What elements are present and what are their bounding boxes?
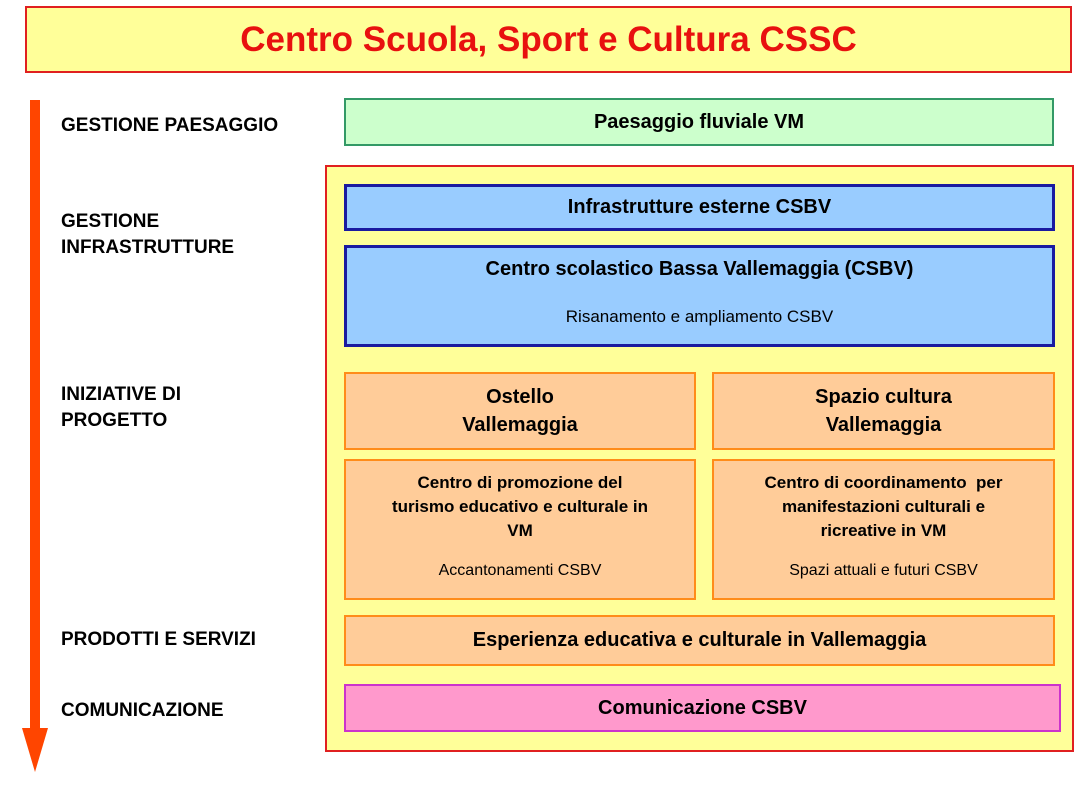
culture-space-box: Spazio cultura Vallemaggia [712, 372, 1055, 450]
landscape-box: Paesaggio fluviale VM [344, 98, 1054, 146]
row-label-products: PRODOTTI E SERVIZI [61, 629, 256, 650]
experience-box: Esperienza educativa e culturale in Vall… [344, 615, 1055, 666]
hierarchy-arrow [22, 100, 48, 772]
page-title: Centro Scuola, Sport e Cultura CSSC [240, 19, 857, 59]
row-label-infrastructure: GESTIONE INFRASTRUTTURE [61, 211, 235, 258]
row-label-landscape: GESTIONE PAESAGGIO [61, 115, 279, 136]
communication-box: Comunicazione CSBV [344, 684, 1061, 732]
tourism-center-box: Centro di promozione del turismo educati… [344, 459, 696, 600]
hostel-box: Ostello Vallemaggia [344, 372, 696, 450]
row-label-initiatives: INIZIATIVE DI PROGETTO [61, 384, 181, 431]
title-banner: Centro Scuola, Sport e Cultura CSSC [25, 6, 1072, 73]
coordination-center-box: Centro di coordinamento per manifestazio… [712, 459, 1055, 600]
school-center-box: Centro scolastico Bassa Vallemaggia (CSB… [344, 245, 1055, 347]
external-infra-box: Infrastrutture esterne CSBV [344, 184, 1055, 231]
row-label-communication: COMUNICAZIONE [61, 700, 224, 721]
